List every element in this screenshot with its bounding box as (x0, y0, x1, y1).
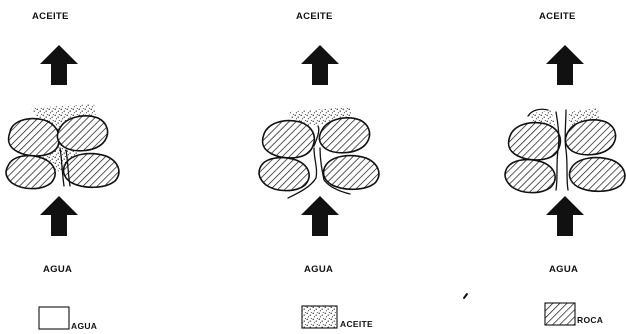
legend-swatch-dots (302, 306, 337, 328)
legend-swatch-hatch (545, 303, 575, 325)
panel-1: ACEITE AGUA (6, 11, 119, 275)
legend-label-water: AGUA (71, 321, 97, 331)
panel-2: ACEITE AGUA (259, 11, 379, 275)
panel-3-top-label: ACEITE (539, 11, 576, 22)
panel-2-up-arrow-icon (301, 45, 339, 85)
panel-3: ACEITE AGUA (505, 11, 625, 275)
legend-item-water: AGUA (39, 307, 97, 331)
legend-label-oil: ACEITE (340, 319, 373, 329)
legend-swatch-empty (39, 307, 69, 329)
panel-3-up-arrow-icon (546, 45, 584, 85)
panel-3-bottom-label: AGUA (549, 264, 578, 275)
panel-1-top-label: ACEITE (32, 11, 69, 22)
panel-2-top-label: ACEITE (296, 11, 333, 22)
legend-item-rock: ROCA (545, 303, 603, 325)
legend-label-rock: ROCA (577, 315, 603, 325)
panel-2-up-arrow-icon-bottom (301, 196, 339, 236)
stray-mark (464, 294, 467, 298)
legend: AGUA ACEITE ROCA (39, 303, 603, 331)
panel-1-up-arrow-icon (40, 45, 78, 85)
legend-item-oil: ACEITE (302, 306, 373, 329)
panel-3-up-arrow-icon-bottom (546, 196, 584, 236)
panel-2-bottom-label: AGUA (304, 264, 333, 275)
panel-1-up-arrow-icon-bottom (40, 196, 78, 236)
panel-1-bottom-label: AGUA (43, 264, 72, 275)
